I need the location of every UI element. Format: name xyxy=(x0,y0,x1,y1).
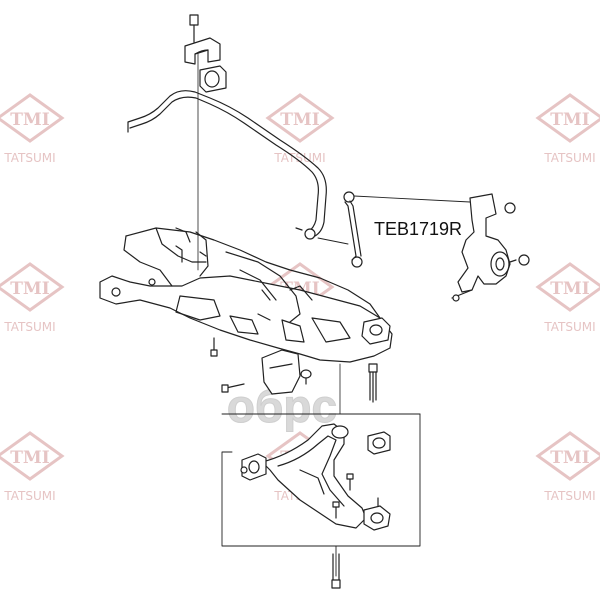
long-bolt-right xyxy=(368,363,378,403)
steering-knuckle xyxy=(451,193,530,302)
watermark-brand-text: TATSUMI xyxy=(543,489,595,503)
watermark-brand-text: TATSUMI xyxy=(3,320,55,334)
long-bolt-bottom xyxy=(331,545,341,589)
watermark-logo: TMI TATSUMI xyxy=(535,262,600,334)
watermark-logo: TMI TATSUMI xyxy=(535,431,600,503)
part-number-label: TEB1719R xyxy=(374,219,462,239)
stabilizer-bushing xyxy=(199,65,227,93)
watermark-brand-text: TATSUMI xyxy=(273,151,325,165)
watermark-logo-text: TMI xyxy=(10,448,49,468)
watermark-logo: TMI TATSUMI xyxy=(265,93,335,165)
subframe-bolts xyxy=(175,245,312,393)
watermark-brand-text: TATSUMI xyxy=(543,320,595,334)
watermark-brand-text: TATSUMI xyxy=(3,151,55,165)
stabilizer-bracket xyxy=(184,37,221,65)
subframe-mount xyxy=(361,317,391,345)
watermark-logo-text: TMI xyxy=(550,448,589,468)
lower-control-arm-group xyxy=(221,413,421,547)
watermark-logo: TMI TATSUMI xyxy=(535,93,600,165)
stabilizer-bracket-bolt xyxy=(189,14,199,271)
watermark-logo-text: TMI xyxy=(280,110,319,130)
watermark-logo-text: TMI xyxy=(550,279,589,299)
watermark-logo: TMI TATSUMI xyxy=(0,262,65,334)
stabilizer-bar xyxy=(127,90,327,240)
watermark-brand-text: TATSUMI xyxy=(543,151,595,165)
watermark-logo-text: TMI xyxy=(550,110,589,130)
stabilizer-link xyxy=(317,191,471,268)
watermark-logo: TMI TATSUMI xyxy=(0,431,65,503)
watermark-brand-text: TATSUMI xyxy=(3,489,55,503)
watermark-logo-text: TMI xyxy=(10,279,49,299)
front-subframe xyxy=(99,227,393,363)
watermark-logo: TMI TATSUMI xyxy=(0,93,65,165)
watermark-logo-text: TMI xyxy=(10,110,49,130)
subframe-bracket xyxy=(261,349,301,395)
line-art: TEB1719R xyxy=(99,14,530,589)
